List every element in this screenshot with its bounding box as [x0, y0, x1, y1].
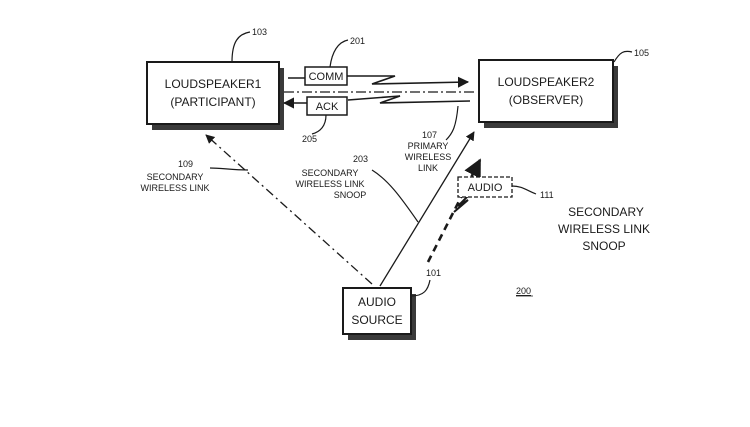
- primary-wireless-link: [379, 131, 475, 287]
- ref-label-201: 201: [350, 36, 365, 46]
- ref-leader-203: [371, 169, 419, 223]
- loudspeaker2-node: LOUDSPEAKER2 (OBSERVER): [478, 59, 618, 128]
- comm-message: COMM: [288, 66, 470, 88]
- ref-leader-101: [410, 279, 431, 297]
- ref-leader-109: [209, 167, 249, 171]
- ref-label-205: 205: [302, 134, 317, 144]
- ref-leader-201: [329, 39, 349, 68]
- ref-label-107: 107: [422, 130, 437, 140]
- audio-lightning: [453, 191, 473, 213]
- ref-label-103: 103: [252, 27, 267, 37]
- snoop-right-label-3: SNOOP: [582, 239, 625, 253]
- figure-ref-label: 200: [516, 286, 531, 296]
- primary-link-label-1: PRIMARY: [408, 141, 449, 151]
- comm-label: COMM: [309, 71, 344, 83]
- ref-leader-205: [311, 114, 327, 135]
- primary-link-label-3: LINK: [418, 163, 438, 173]
- snoop-center-label-3: SNOOP: [334, 190, 367, 200]
- snoop-right-label-1: SECONDARY: [568, 205, 644, 219]
- ref-label-109: 109: [178, 159, 193, 169]
- audio-source-line1: AUDIO: [358, 295, 396, 309]
- loudspeaker1-name: LOUDSPEAKER1: [165, 77, 262, 91]
- ref-leader-105: [613, 50, 633, 63]
- ref-label-111: 111: [540, 190, 554, 200]
- ack-line: [347, 95, 471, 104]
- audio-source-node: AUDIO SOURCE: [342, 287, 416, 340]
- secondary-link-label-1: SECONDARY: [147, 172, 204, 182]
- snoop-center-label-2: WIRELESS LINK: [295, 179, 364, 189]
- ref-leader-107: [445, 105, 459, 141]
- snoop-center-label-1: SECONDARY: [302, 168, 359, 178]
- ref-leader-111: [511, 185, 537, 195]
- audio-label: AUDIO: [468, 182, 503, 194]
- ref-leader-103: [231, 31, 251, 63]
- ref-label-203: 203: [353, 154, 368, 164]
- audio-label-box: [457, 176, 513, 198]
- snoop-right-label-2: WIRELESS LINK: [558, 222, 650, 236]
- ack-label: ACK: [316, 101, 339, 113]
- ack-label-box: [306, 96, 348, 116]
- primary-link-label-2: WIRELESS: [405, 152, 452, 162]
- loudspeaker2-role: (OBSERVER): [509, 93, 583, 107]
- audio-source-line2: SOURCE: [351, 313, 402, 327]
- loudspeaker2-name: LOUDSPEAKER2: [498, 75, 595, 89]
- loudspeaker1-role: (PARTICIPANT): [170, 95, 255, 109]
- ref-label-105: 105: [634, 48, 649, 58]
- ack-message: ACK: [282, 95, 471, 116]
- secondary-link-label-2: WIRELESS LINK: [140, 183, 209, 193]
- secondary-wireless-link: [205, 134, 373, 285]
- comm-arrow: [347, 75, 470, 88]
- ref-label-101: 101: [426, 268, 441, 278]
- loudspeaker1-node: LOUDSPEAKER1 (PARTICIPANT): [146, 61, 284, 130]
